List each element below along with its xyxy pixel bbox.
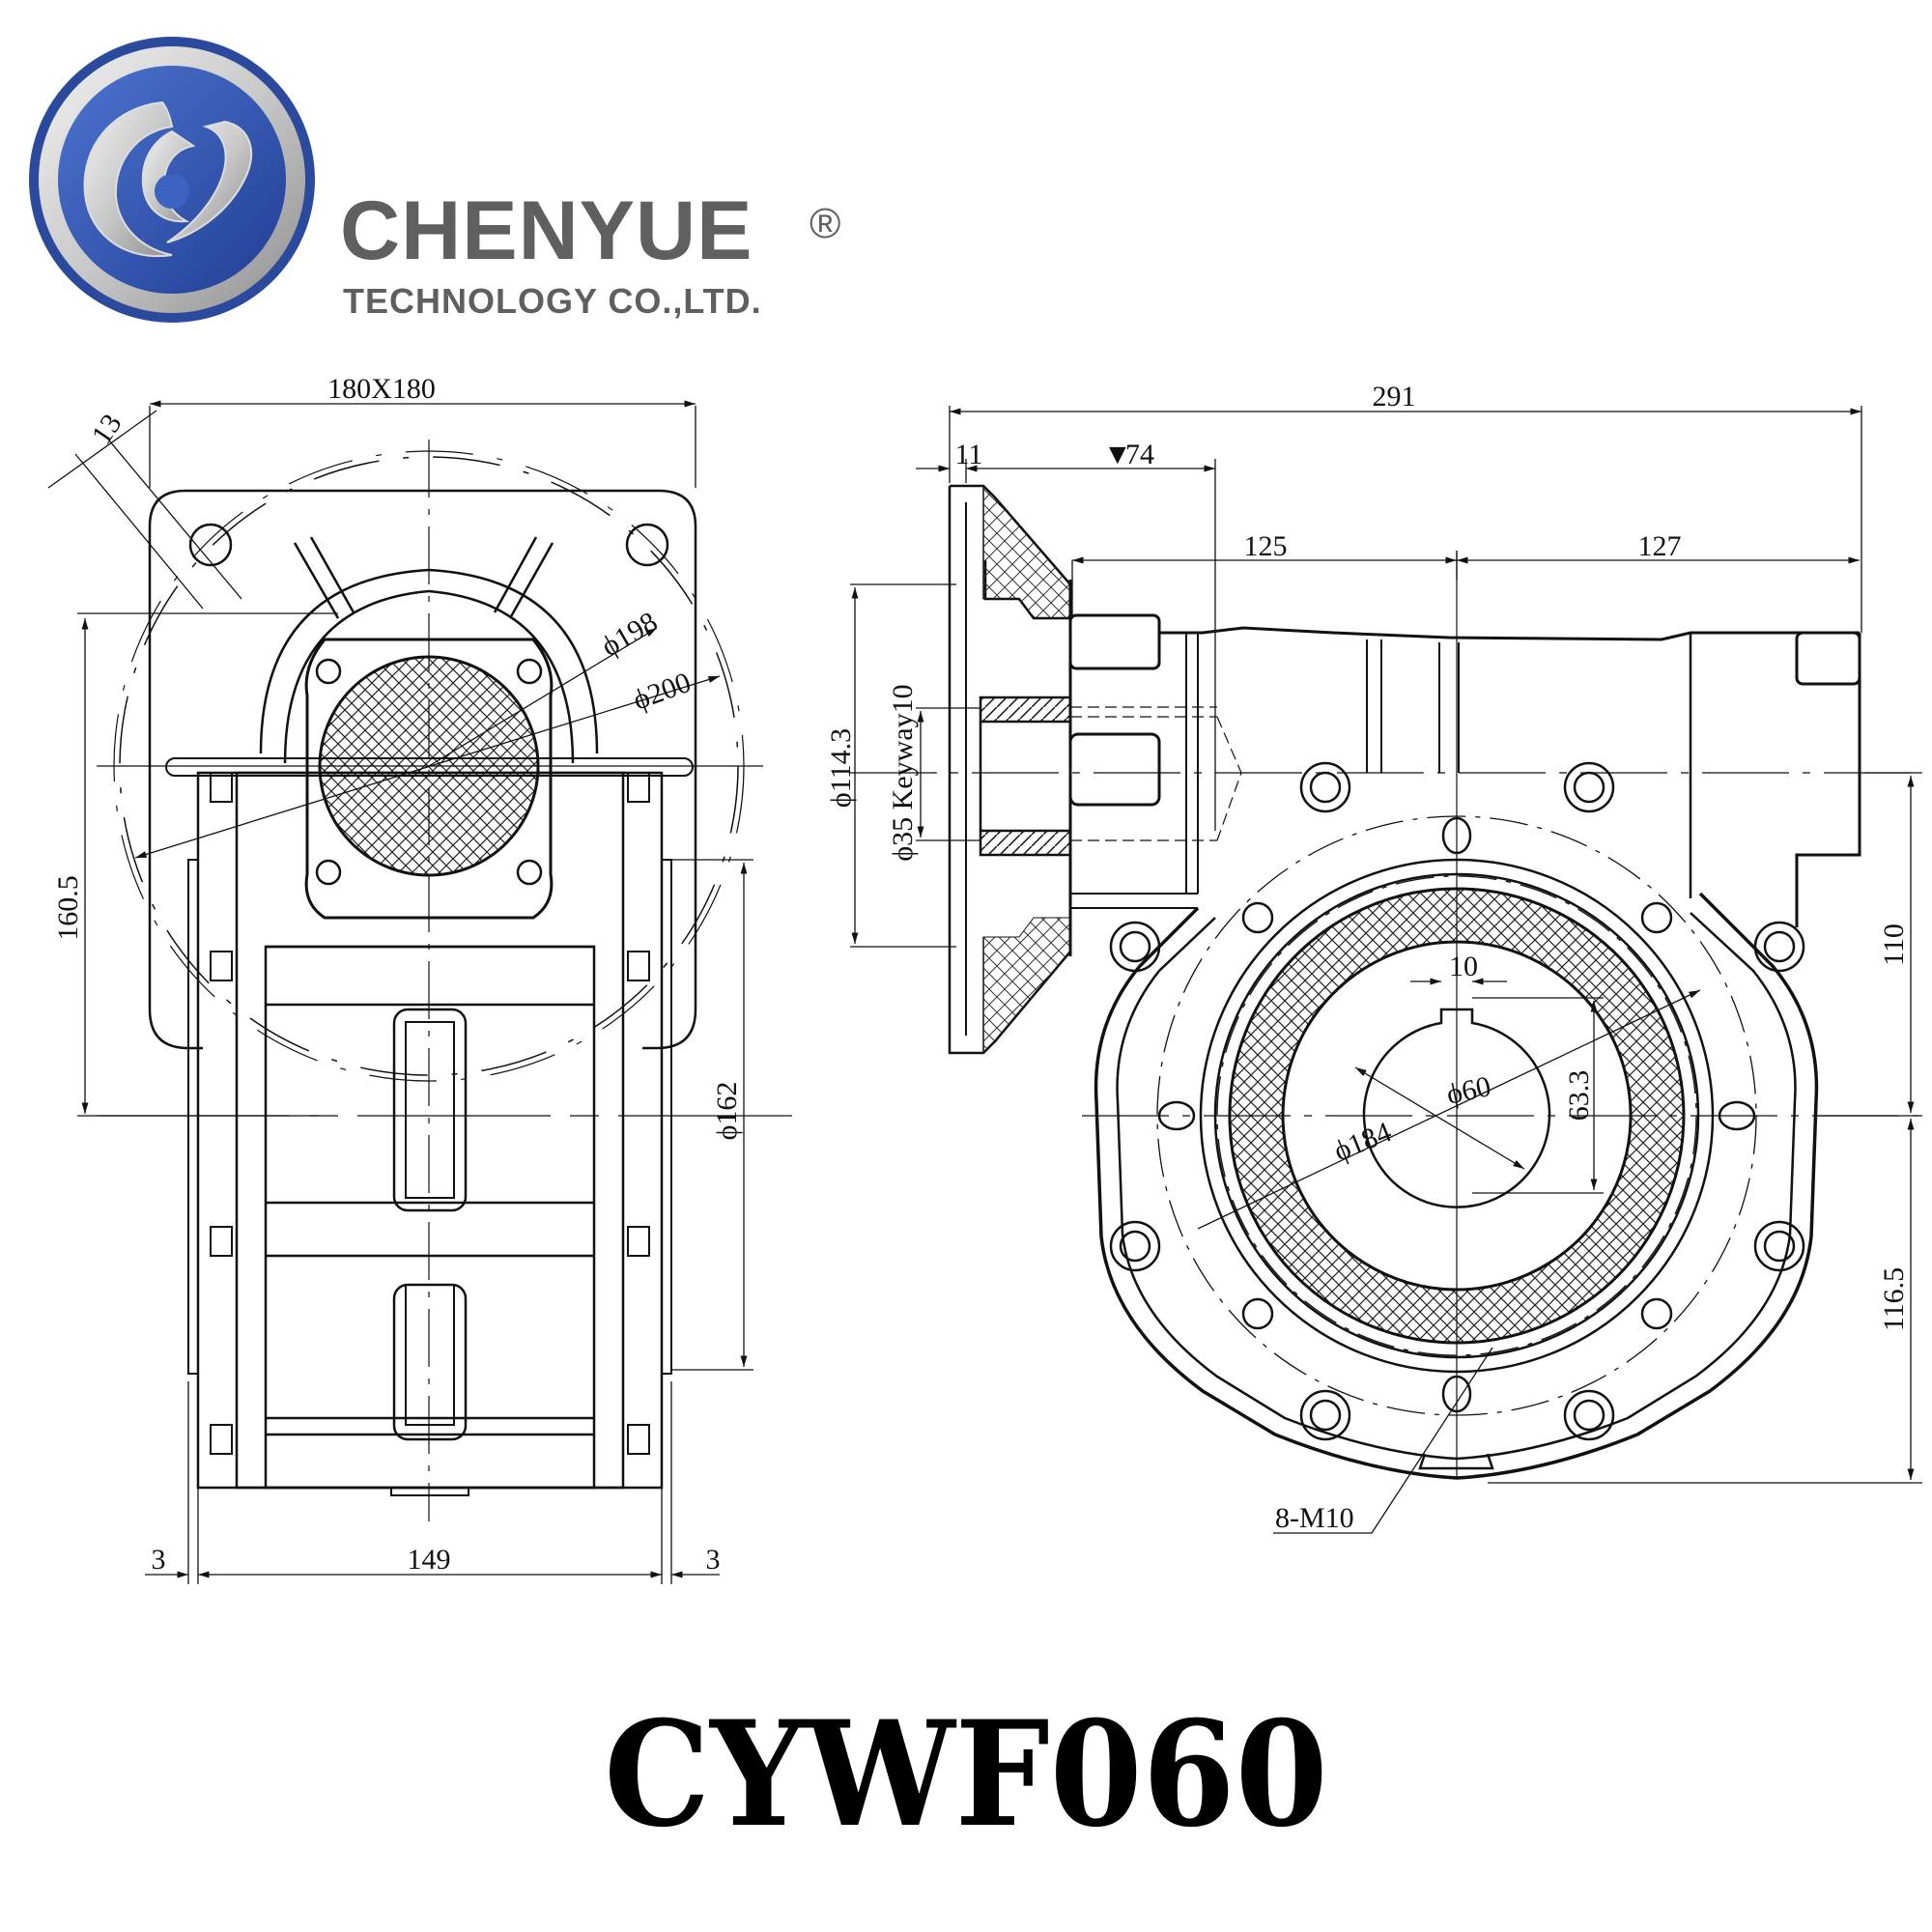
dim-overall-length: 291 xyxy=(1373,381,1416,412)
right-view-dimensions xyxy=(850,406,1922,1534)
dim-center-distance-left: 125 xyxy=(1244,530,1288,562)
left-view-dimensions xyxy=(47,400,753,1584)
dim-height-upper: 110 xyxy=(1878,923,1910,966)
dim-bolt-hole: 13 xyxy=(85,409,128,450)
dim-dia-114-3: ϕ114.3 xyxy=(825,728,857,808)
left-view xyxy=(97,440,792,1521)
dim-mount-holes: 8-M10 xyxy=(1275,1502,1354,1534)
dim-input-bore: ϕ35 Keyway10 xyxy=(887,684,919,861)
dim-left-gap: 3 xyxy=(152,1544,166,1576)
dim-hub-dia: ϕ184 xyxy=(1329,1116,1396,1167)
dim-key-width: 10 xyxy=(1449,951,1478,982)
dim-center-distance-right: 127 xyxy=(1638,530,1682,562)
dim-flange-thickness: 11 xyxy=(955,439,983,470)
registered-mark: ® xyxy=(810,200,841,247)
dim-right-gap: 3 xyxy=(706,1544,721,1576)
dim-pcd-200: ϕ200 xyxy=(629,667,695,717)
dim-height-lower: 116.5 xyxy=(1878,1267,1910,1331)
brand-name: CHENYUE xyxy=(340,185,753,277)
dim-key-height: 63.3 xyxy=(1563,1070,1595,1122)
dim-width-149: 149 xyxy=(408,1544,451,1576)
dim-output-bore: ϕ60 xyxy=(1444,1070,1494,1111)
left-view-labels: 180X180 13 ϕ198 ϕ200 160.5 ϕ162 149 3 3 xyxy=(52,373,743,1576)
right-view-labels: 291 11 ▼ 74 125 127 ϕ114.3 ϕ35 Keyway10 … xyxy=(825,381,1910,1534)
chenyue-logo-icon xyxy=(29,37,315,323)
dim-height-160-5: 160.5 xyxy=(52,875,84,941)
dim-flange-square: 180X180 xyxy=(327,373,436,405)
right-view xyxy=(850,484,1918,1480)
dim-pcd-198: ϕ198 xyxy=(596,606,663,663)
brand-subtitle: TECHNOLOGY CO.,LTD. xyxy=(343,281,762,321)
dim-bore-depth: 74 xyxy=(1125,439,1154,470)
depth-symbol-icon: ▼ xyxy=(1103,439,1132,470)
dim-dia-162: ϕ162 xyxy=(711,1082,743,1141)
model-title: CYWF060 xyxy=(604,1690,1328,1860)
